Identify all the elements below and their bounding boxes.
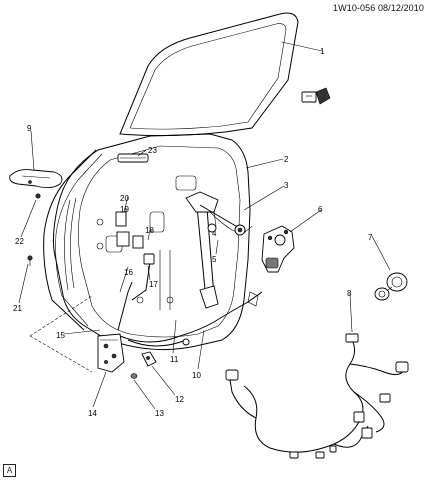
- latch-bolt-12: [141, 351, 157, 367]
- sound-pad-19: [116, 231, 130, 247]
- plug-13: [130, 373, 138, 379]
- window-regulator: [185, 191, 253, 309]
- callout-16: 16: [124, 268, 133, 277]
- callout-10: 10: [192, 371, 201, 380]
- callout-17: 17: [149, 280, 158, 289]
- callout-14: 14: [88, 409, 97, 418]
- door-outer-shell: [43, 149, 103, 331]
- door-latch: [97, 333, 125, 373]
- window-glass: [119, 12, 299, 137]
- callout-4: 4: [212, 229, 217, 238]
- lock-rod-16: [117, 281, 133, 331]
- diagram-header: 1W10-056 08/12/2010: [333, 3, 424, 13]
- outside-handle: [9, 169, 63, 189]
- callout-8: 8: [347, 289, 352, 298]
- callout-12: 12: [175, 395, 184, 404]
- grommet-7: [374, 272, 408, 301]
- sound-pad-18: [132, 235, 144, 249]
- callout-5: 5: [212, 255, 217, 264]
- fastener-22: [35, 193, 41, 199]
- lock-cable: [119, 291, 263, 347]
- callout-11: 11: [170, 355, 179, 364]
- lock-rod-17: [131, 261, 151, 301]
- callout-18: 18: [145, 226, 154, 235]
- callout-23: 23: [148, 146, 157, 155]
- callout-6: 6: [318, 205, 323, 214]
- callout-9: 9: [27, 124, 32, 133]
- callout-22: 22: [15, 237, 24, 246]
- sound-pad-20: [115, 211, 127, 227]
- callout-15: 15: [56, 331, 65, 340]
- diagram-code: 1W10-056: [333, 3, 376, 13]
- regulator-motor: [261, 225, 295, 273]
- callout-21: 21: [13, 304, 22, 313]
- callout-13: 13: [155, 409, 164, 418]
- callout-3: 3: [284, 181, 289, 190]
- diagram-date: 08/12/2010: [377, 3, 424, 13]
- trim-strip: [117, 153, 149, 163]
- callout-20: 20: [120, 194, 129, 203]
- door-inner-panel: [52, 133, 251, 351]
- small-connector: [301, 87, 331, 105]
- callout-19: 19: [120, 205, 129, 214]
- wiring-harness: [225, 333, 409, 459]
- callout-7: 7: [368, 233, 373, 242]
- callout-1: 1: [320, 47, 325, 56]
- corner-symbol: A: [3, 464, 16, 477]
- rod-clip: [143, 253, 155, 265]
- callout-2: 2: [284, 155, 289, 164]
- fastener-21: [27, 255, 33, 266]
